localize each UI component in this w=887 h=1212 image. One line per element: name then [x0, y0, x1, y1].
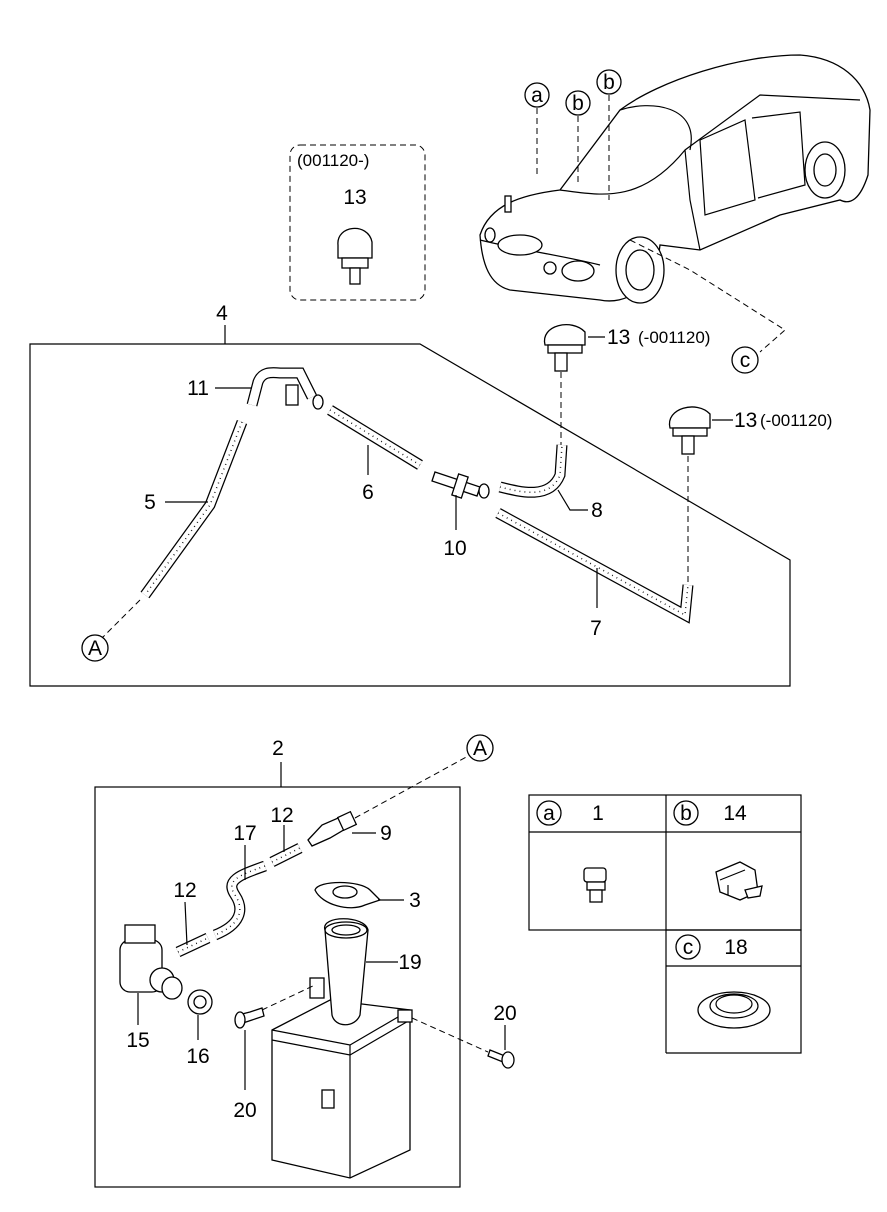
check-valve-9 — [307, 810, 358, 847]
callout-b-car-1: b — [565, 90, 591, 116]
svg-text:b: b — [680, 802, 692, 825]
svg-text:15: 15 — [126, 1029, 149, 1052]
svg-text:9: 9 — [380, 822, 392, 845]
assembly-2-number: 2 — [272, 737, 284, 760]
hose-5 — [140, 420, 248, 599]
callout-A-top-assembly: A — [81, 634, 109, 662]
svg-text:A: A — [88, 637, 102, 660]
callout-c: c — [731, 346, 759, 374]
hose-6 — [327, 405, 423, 470]
legend-row-a: a 1 — [536, 800, 607, 903]
svg-text:(-001120): (-001120) — [760, 411, 832, 430]
svg-text:12: 12 — [173, 879, 196, 902]
svg-text:13: 13 — [343, 186, 366, 209]
washer-nozzle-13-a — [543, 324, 586, 372]
clip-1-icon — [583, 867, 607, 903]
svg-text:b: b — [572, 92, 584, 115]
svg-text:(-001120): (-001120) — [638, 328, 710, 347]
hose-7 — [495, 508, 694, 624]
grommet-16 — [187, 989, 213, 1015]
callout-b-car-2: b — [596, 69, 622, 95]
svg-text:7: 7 — [590, 617, 602, 640]
callout-a-car: a — [524, 82, 550, 108]
bolt-20-left — [234, 1007, 265, 1029]
reservoir-cap-3 — [314, 881, 382, 909]
svg-text:(001120-): (001120-) — [297, 151, 369, 170]
svg-text:12: 12 — [270, 804, 293, 827]
washer-nozzle-13-new — [337, 227, 373, 285]
assembly-4-frame — [29, 343, 791, 687]
svg-text:16: 16 — [186, 1045, 209, 1068]
legend-table: a 1 b 14 c 18 — [528, 794, 802, 1054]
legend-row-b: b 14 — [673, 800, 763, 901]
svg-text:5: 5 — [144, 491, 156, 514]
car-illustration — [479, 54, 871, 304]
hose-12-upper — [269, 843, 303, 867]
pipe-11 — [246, 367, 324, 410]
svg-text:20: 20 — [233, 1099, 256, 1122]
washer-pump-15 — [119, 924, 183, 1000]
svg-text:A: A — [473, 737, 487, 760]
svg-text:c: c — [740, 349, 751, 372]
assembly-4-number: 4 — [216, 302, 228, 325]
inset-box: (001120-) 13 — [289, 144, 426, 301]
clip-14-icon — [715, 861, 763, 901]
assembly-2-frame — [94, 786, 461, 1188]
svg-text:a: a — [543, 802, 555, 825]
svg-text:10: 10 — [443, 537, 466, 560]
callout-A-bottom-assembly: A — [466, 734, 494, 762]
svg-text:1: 1 — [592, 802, 604, 825]
svg-text:b: b — [603, 71, 615, 94]
svg-text:3: 3 — [409, 889, 421, 912]
washer-nozzle-13-b — [668, 406, 711, 455]
washer-reservoir-19 — [271, 918, 413, 1179]
svg-text:13: 13 — [607, 326, 630, 349]
svg-text:c: c — [683, 936, 694, 959]
bolt-20-right — [487, 1049, 515, 1069]
legend-row-c: c 18 — [675, 934, 771, 1029]
hose-12-lower — [175, 933, 211, 957]
svg-text:a: a — [531, 84, 543, 107]
hose-17 — [212, 860, 267, 941]
svg-text:18: 18 — [724, 936, 747, 959]
t-connector-10 — [431, 471, 490, 499]
svg-text:17: 17 — [233, 822, 256, 845]
hose-8 — [498, 444, 568, 498]
svg-text:19: 19 — [398, 951, 421, 974]
svg-text:20: 20 — [493, 1002, 516, 1025]
svg-text:11: 11 — [187, 377, 209, 400]
svg-text:14: 14 — [723, 802, 747, 825]
svg-text:6: 6 — [362, 481, 374, 504]
plug-18-icon — [697, 991, 771, 1029]
svg-text:13: 13 — [734, 409, 757, 432]
svg-text:8: 8 — [591, 499, 603, 522]
